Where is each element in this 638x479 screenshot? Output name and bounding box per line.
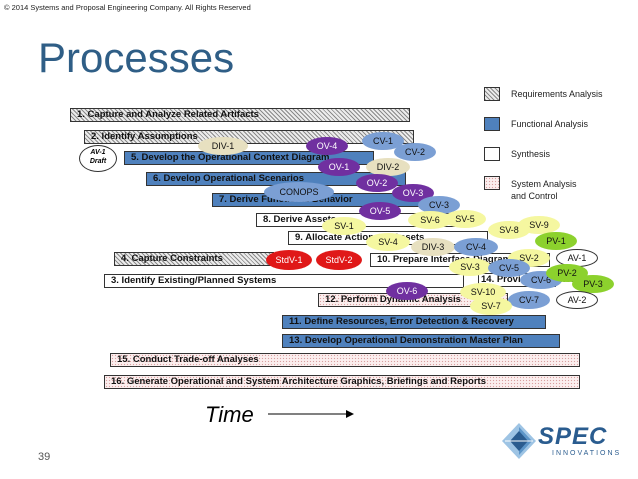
- product-ov5: OV-5: [359, 202, 401, 220]
- process-bar-3: 3. Identify Existing/Planned Systems: [104, 274, 464, 288]
- product-cv5: CV-5: [488, 259, 530, 277]
- process-label: 6. Develop Operational Scenarios: [153, 173, 304, 184]
- product-cv4: CV-4: [454, 238, 498, 256]
- process-label: 13. Develop Operational Demonstration Ma…: [289, 335, 523, 346]
- product-conops: CONOPS: [264, 182, 334, 202]
- spec-innovations-logo: SPEC INNOVATIONS: [500, 421, 619, 461]
- process-bar-15: 15. Conduct Trade-off Analyses: [110, 353, 580, 367]
- logo-tagline: INNOVATIONS: [552, 450, 622, 457]
- legend-label-requirements: Requirements Analysis: [511, 89, 603, 99]
- legend-label-system-analysis: System Analysis and Control: [511, 178, 577, 202]
- product-pv1: PV-1: [535, 232, 577, 250]
- product-stdv2: StdV-2: [316, 250, 362, 270]
- legend-label-line: and Control: [511, 191, 558, 201]
- process-bar-12: 12. Perform Dynamic Analysis: [318, 293, 508, 307]
- page-title: Processes: [38, 34, 235, 81]
- process-label: 1. Capture and Analyze Related Artifacts: [77, 109, 259, 120]
- product-stdv1: StdV-1: [266, 250, 312, 270]
- product-cv2: CV-2: [394, 143, 436, 161]
- product-sv7: SV-7: [470, 297, 512, 315]
- process-label: 9. Allocate Actions to Assets: [295, 232, 425, 243]
- slide-number: 39: [38, 451, 51, 463]
- legend-label-synthesis: Synthesis: [511, 149, 551, 159]
- process-label: 2. Identify Assumptions: [91, 131, 198, 142]
- product-av2: AV-2: [556, 291, 598, 309]
- process-bar-11: 11. Define Resources, Error Detection & …: [282, 315, 546, 329]
- product-sv5: SV-5: [444, 210, 486, 228]
- process-label: 16. Generate Operational and System Arch…: [111, 376, 487, 387]
- product-cv1: CV-1: [362, 132, 404, 150]
- product-sv9: SV-9: [518, 216, 560, 234]
- product-sv6: SV-6: [408, 211, 452, 229]
- product-ov2: OV-2: [356, 174, 398, 192]
- product-ov6: OV-6: [386, 282, 428, 300]
- product-cv7: CV-7: [508, 291, 550, 309]
- product-ov1: OV-1: [318, 158, 360, 176]
- process-label: 5. Develop the Operational Context Diagr…: [131, 152, 330, 163]
- product-div2: DIV-2: [366, 158, 410, 176]
- legend-swatch-system-analysis: [484, 176, 500, 190]
- product-sv1: SV-1: [322, 217, 366, 235]
- product-sv4: SV-4: [366, 233, 410, 251]
- legend-swatch-synthesis: [484, 147, 500, 161]
- time-label: Time: [205, 402, 254, 427]
- legend-swatch-requirements: [484, 87, 500, 101]
- process-label: 3. Identify Existing/Planned Systems: [111, 275, 277, 286]
- logo-name: SPEC: [538, 423, 608, 450]
- process-bar-5: 5. Develop the Operational Context Diagr…: [124, 151, 374, 165]
- copyright-notice: © 2014 Systems and Proposal Engineering …: [4, 3, 251, 12]
- process-bar-16: 16. Generate Operational and System Arch…: [104, 375, 580, 389]
- process-label: 8. Derive Assets: [263, 214, 337, 225]
- product-pv3: PV-3: [572, 275, 614, 293]
- process-label: 4. Capture Constraints: [121, 253, 223, 264]
- product-sv3: SV-3: [449, 258, 491, 276]
- process-bar-4: 4. Capture Constraints: [114, 252, 274, 266]
- product-div1: DIV-1: [198, 137, 248, 155]
- product-ov4: OV-4: [306, 137, 348, 155]
- process-bar-13: 13. Develop Operational Demonstration Ma…: [282, 334, 560, 348]
- product-av1: AV-1: [556, 249, 598, 267]
- legend-swatch-functional: [484, 117, 500, 131]
- product-cv3: CV-3: [418, 196, 460, 214]
- process-label: 15. Conduct Trade-off Analyses: [117, 354, 259, 365]
- process-label: 11. Define Resources, Error Detection & …: [289, 316, 514, 327]
- time-arrow-icon: [268, 410, 354, 418]
- process-label: 10. Prepare Interface Diagrams: [377, 254, 517, 265]
- product-label: Draft: [89, 158, 107, 165]
- legend-label-line: System Analysis: [511, 179, 577, 189]
- process-label: 12. Perform Dynamic Analysis: [325, 294, 461, 305]
- product-sv10: SV-10: [460, 283, 506, 301]
- product-div3: DIV-3: [411, 238, 455, 256]
- legend-label-functional: Functional Analysis: [511, 119, 589, 129]
- logo-emblem-icon: [502, 423, 536, 459]
- product-label: AV-1: [90, 149, 106, 156]
- process-bar-1: 1. Capture and Analyze Related Artifacts: [70, 108, 410, 122]
